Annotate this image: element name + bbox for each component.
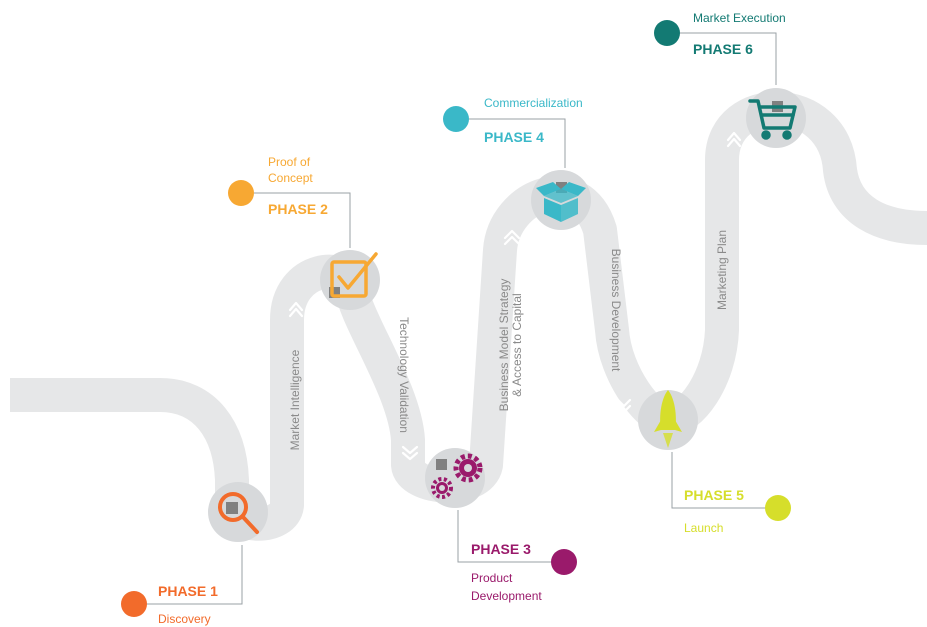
svg-text:& Access to Capital: & Access to Capital [510,293,524,396]
road-label-market-intelligence: Market Intelligence [288,349,302,450]
svg-text:PHASE 2: PHASE 2 [268,201,328,217]
open-box-icon [536,182,586,222]
svg-text:Development: Development [471,589,542,603]
road-label-technology-validation: Technology Validation [397,317,411,433]
connector-phase5 [671,452,778,509]
arrow-chevron [288,301,304,318]
phase5-label: PHASE 5 Launch [684,487,744,535]
marker-square [556,182,567,193]
phase4-label: Commercialization PHASE 4 [484,96,583,145]
arrow-chevron [616,398,632,414]
svg-text:Launch: Launch [684,521,723,535]
svg-text:Business Model Strategy: Business Model Strategy [497,279,511,412]
connector-phase3 [457,510,560,563]
phase-dots [121,20,791,617]
road-label-marketing-plan: Marketing Plan [715,230,729,310]
phase1-dot [121,591,147,617]
svg-text:Concept: Concept [268,171,313,185]
svg-text:PHASE 4: PHASE 4 [484,129,544,145]
marker-square [329,287,340,298]
phase2-label: Proof of Concept PHASE 2 [268,155,328,217]
svg-text:Market Execution: Market Execution [693,11,786,25]
phase3-label: PHASE 3 Product Development [471,541,542,603]
gears-icon [431,453,483,499]
svg-text:PHASE 3: PHASE 3 [471,541,531,557]
connectors [145,32,778,605]
svg-text:PHASE 1: PHASE 1 [158,583,218,599]
phase6-dot [654,20,680,46]
phase2-dot [228,180,254,206]
svg-text:Product: Product [471,571,513,585]
road-label-business-development: Business Development [609,249,623,372]
connector-phase2 [254,192,351,248]
svg-text:PHASE 5: PHASE 5 [684,487,744,503]
magnifier-icon [218,492,259,534]
phase4-dot [443,106,469,132]
connector-phase4 [456,118,566,168]
shopping-cart-icon [748,99,797,140]
phase6-label: Market Execution PHASE 6 [693,11,786,57]
checkbox-icon [330,252,378,298]
marker-square [436,459,447,470]
rocket-icon [654,390,682,448]
phase1-label: PHASE 1 Discovery [158,583,218,626]
road-arrows [288,131,742,461]
phase3-dot [551,549,577,575]
marker-square [226,502,238,514]
node-phase6 [746,88,806,148]
phase5-dot [765,495,791,521]
svg-text:Proof of: Proof of [268,155,311,169]
svg-text:PHASE 6: PHASE 6 [693,41,753,57]
road-label-business-model: Business Model Strategy & Access to Capi… [497,279,524,412]
arrow-chevron [503,229,521,246]
connector-phase6 [667,32,777,85]
svg-text:Commercialization: Commercialization [484,96,583,110]
connector-phase1 [145,545,243,605]
arrow-chevron [401,445,419,461]
svg-text:Discovery: Discovery [158,612,211,626]
arrow-chevron [726,131,742,148]
